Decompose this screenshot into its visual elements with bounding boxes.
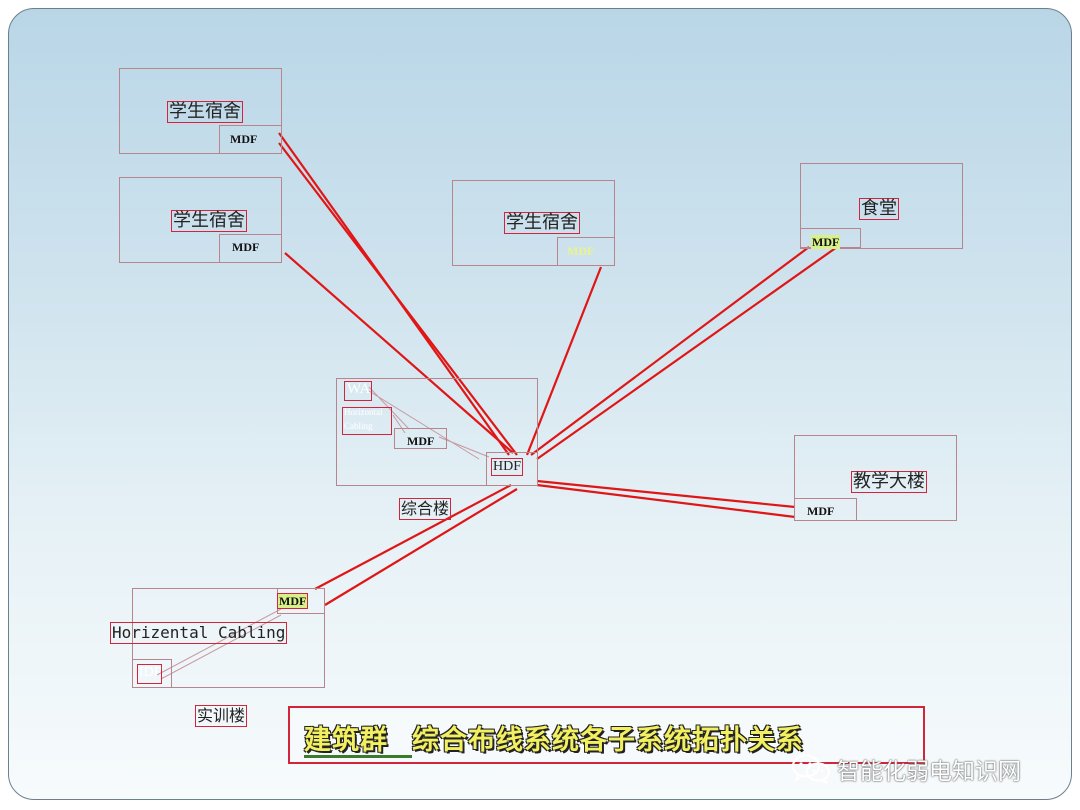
training-mdf-label: MDF [277, 593, 309, 609]
complex-label: 综合楼 [399, 498, 452, 520]
wechat-icon [791, 754, 831, 784]
complex-box [336, 378, 538, 486]
title-underline [304, 755, 412, 758]
slide: 学生宿舍 MDF 学生宿舍 MDF 学生宿舍 MDF 食堂 MDF 教学大楼 M… [8, 8, 1072, 800]
watermark-text: 智能化弱电知识网 [837, 759, 1021, 785]
complex-wa-label: WA [347, 381, 371, 397]
dorm-2-box [119, 177, 282, 263]
dorm-1-mdf-label: MDF [230, 132, 258, 146]
complex-wa-frame [344, 381, 372, 401]
title-part-2: 综合布线系统各子系统拓扑关系 [412, 725, 804, 756]
complex-mdf-label: MDF [407, 434, 435, 448]
dorm-1-box [119, 68, 282, 154]
dorm-3-label: 学生宿舍 [504, 212, 580, 234]
connection-lines [156, 132, 838, 680]
link-training-hdf-b [324, 488, 518, 606]
dorm-1-mdf-cell [219, 125, 282, 154]
dorm-3-mdf-cell [557, 237, 615, 266]
complex-mdf-cell [394, 428, 447, 449]
complex-cabling-frame [342, 407, 392, 435]
canteen-mdf-label: MDF [811, 235, 841, 249]
dorm-3-box [452, 180, 615, 266]
complex-hdf-label: HDF [491, 458, 524, 476]
canteen-box [800, 163, 963, 249]
dorm-2-mdf-label: MDF [232, 240, 260, 254]
teaching-mdf-cell [794, 498, 857, 521]
training-cabling-label: Horizental Cabling [110, 622, 288, 644]
link-dorm3-hdf [525, 266, 603, 456]
dorm-1-label: 学生宿舍 [167, 101, 243, 123]
link-dorm1-hdf-b [278, 142, 518, 456]
complex-cabling-line1: Horizontal [344, 407, 383, 417]
link-dorm2-hdf [284, 252, 514, 454]
link-training-hdf-a [314, 484, 512, 590]
training-idf-frame [137, 664, 162, 684]
teaching-box [794, 435, 957, 521]
training-idf-label: IDF [139, 665, 162, 680]
dorm-2-label: 学生宿舍 [171, 210, 247, 232]
complex-hdf-cell [486, 452, 538, 486]
dorm-3-mdf-label: MDF [567, 244, 595, 258]
canteen-label: 食堂 [859, 198, 899, 220]
link-teaching-hdf-b [536, 483, 796, 519]
watermark: 智能化弱电知识网 [791, 753, 1021, 785]
link-teaching-hdf-a [536, 479, 796, 509]
teaching-mdf-label: MDF [807, 504, 835, 518]
teaching-label: 教学大楼 [851, 471, 927, 493]
link-canteen-hdf-b [536, 246, 838, 460]
training-label: 实训楼 [195, 705, 248, 727]
dorm-2-mdf-cell [219, 234, 282, 263]
link-canteen-hdf-a [530, 246, 810, 456]
complex-cabling-line2: Cabling [344, 421, 373, 431]
training-box [132, 588, 325, 688]
training-idf-cell [132, 659, 172, 688]
title-part-1: 建筑群 [304, 725, 388, 756]
title-box: 建筑群 综合布线系统各子系统拓扑关系 [288, 706, 925, 764]
